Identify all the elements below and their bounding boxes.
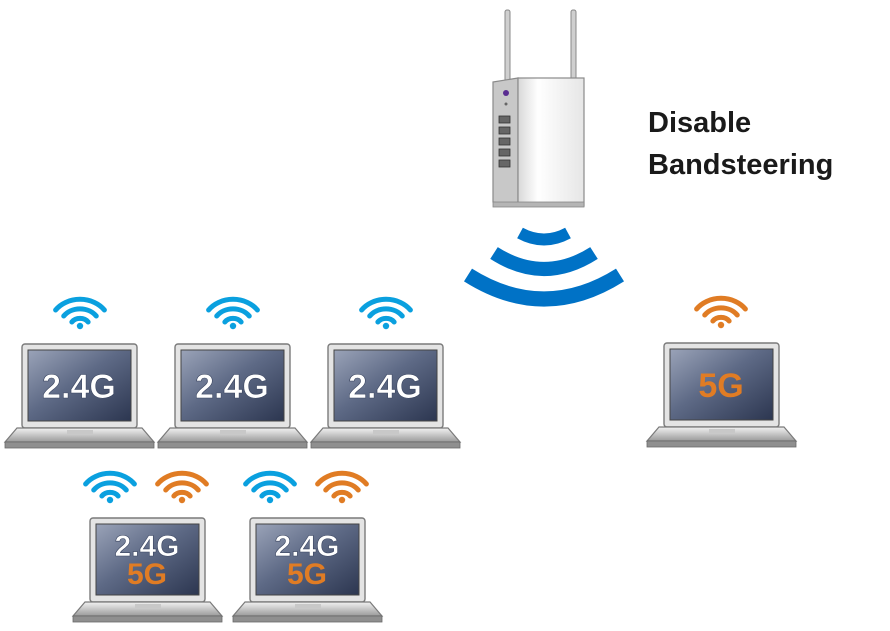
title-line-1: Disable: [648, 107, 752, 139]
wifi-5g-icon: [694, 295, 748, 329]
band-label-24g: 2.4G: [114, 530, 179, 563]
wifi-24g-icon: [243, 470, 297, 504]
laptop-icon: [645, 342, 798, 448]
band-label-24g: 2.4G: [195, 368, 269, 406]
band-label-5g: 5G: [287, 558, 327, 591]
band-label-24g: 2.4G: [348, 368, 422, 406]
wifi-5g-icon: [315, 470, 369, 504]
wifi-24g-icon: [206, 296, 260, 330]
laptop-icon: [309, 343, 462, 449]
laptop-icon: [71, 517, 224, 623]
laptop-5g: 5G: [645, 295, 798, 448]
router-icon: [492, 9, 585, 208]
band-label-5g: 5G: [127, 558, 167, 591]
laptop-24g-3: 2.4G: [309, 296, 462, 449]
band-label-24g: 2.4G: [274, 530, 339, 563]
laptop-24g-2: 2.4G: [156, 296, 309, 449]
laptop-icon: [156, 343, 309, 449]
laptop-24g-1: 2.4G: [3, 296, 156, 449]
wifi-5g-icon: [155, 470, 209, 504]
band-label-5g: 5G: [698, 367, 743, 405]
router-signal-icon: [463, 227, 625, 307]
wifi-24g-icon: [83, 470, 137, 504]
laptop-icon: [3, 343, 156, 449]
wifi-24g-icon: [359, 296, 413, 330]
laptop-icon: [231, 517, 384, 623]
title-line-2: Bandsteering: [648, 149, 834, 181]
band-label-24g: 2.4G: [42, 368, 116, 406]
wifi-24g-icon: [53, 296, 107, 330]
